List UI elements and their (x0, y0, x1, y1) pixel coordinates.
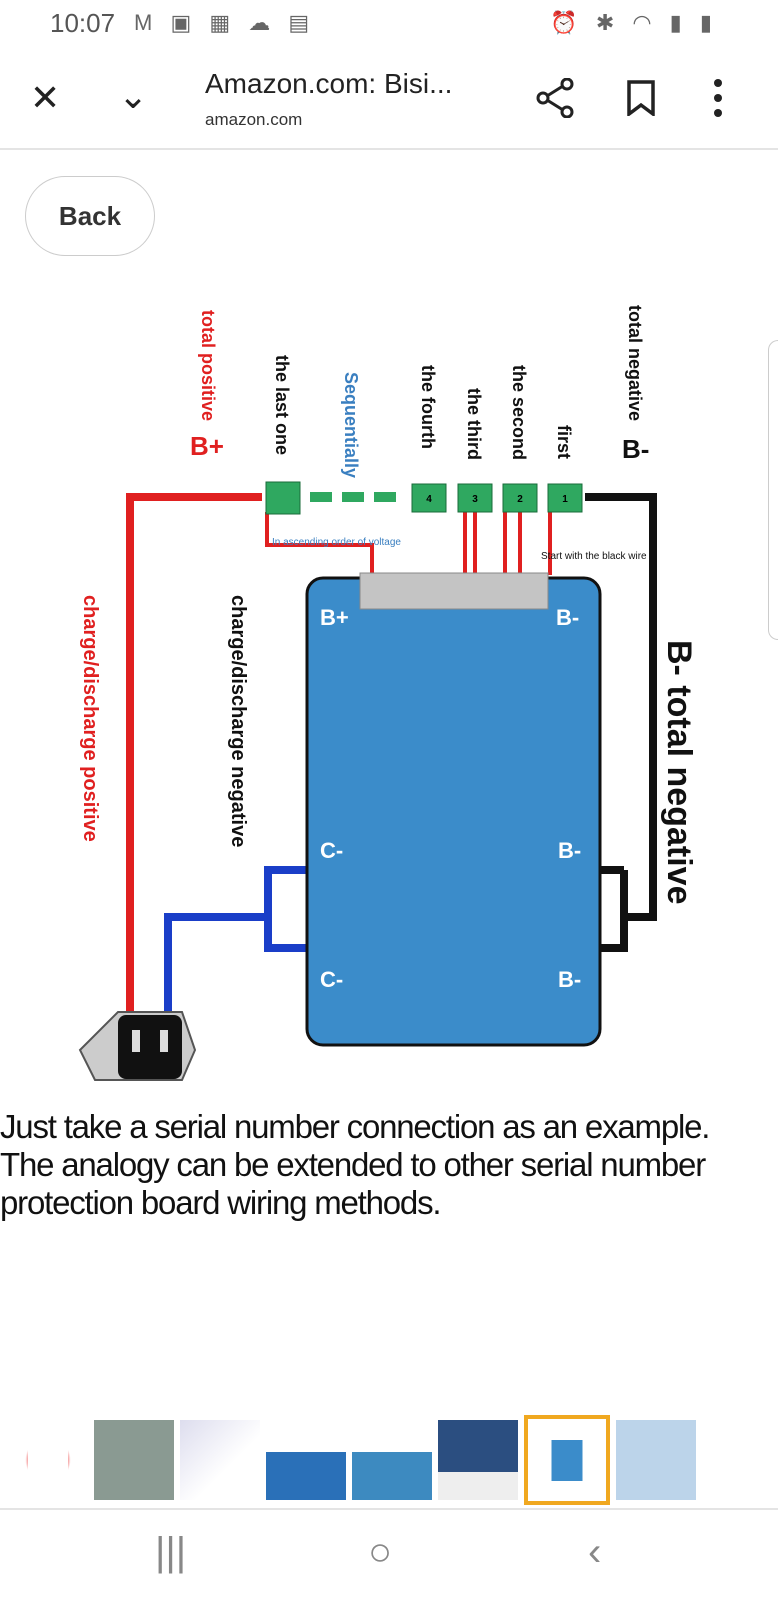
svg-text:1: 1 (562, 494, 568, 505)
positive-wire (126, 493, 262, 1015)
back-nav-icon[interactable]: ‹ (588, 1530, 602, 1574)
svg-text:B-: B- (558, 967, 581, 992)
system-icons: ⏰ ✱ ◠ ▮ ▮ (550, 10, 718, 35)
thumbnail-6[interactable] (438, 1420, 518, 1500)
divider (0, 1508, 778, 1510)
svg-text:the last one: the last one (272, 355, 292, 455)
svg-text:3: 3 (472, 494, 478, 505)
bookmark-icon[interactable] (626, 80, 656, 116)
svg-text:Start with the black wire: Start with the black wire (541, 551, 647, 562)
back-button[interactable]: Back (25, 176, 155, 256)
thumbnail-2[interactable] (94, 1420, 174, 1500)
home-icon[interactable]: ○ (368, 1530, 393, 1574)
page-url: amazon.com (205, 110, 303, 129)
image-caption: Just take a serial number connection as … (0, 1108, 710, 1221)
svg-text:4: 4 (426, 494, 432, 505)
clock: 10:07 (50, 8, 116, 38)
thumbnail-7-selected[interactable] (524, 1415, 610, 1505)
svg-text:In ascending order of voltage: In ascending order of voltage (272, 537, 401, 548)
board-connector (359, 572, 549, 610)
page-title: Amazon.com: Bisi... (205, 68, 453, 99)
cell-last (265, 481, 301, 515)
wiring-diagram-image: 4 3 2 1 B+ B- C- C- B- B- In ascending o… (78, 305, 698, 1081)
svg-text:the fourth: the fourth (418, 365, 438, 449)
system-nav-bar: ||| ○ ‹ (0, 1520, 778, 1590)
chevron-down-icon[interactable]: ⌄ (118, 75, 149, 116)
svg-text:C-: C- (320, 838, 343, 863)
more-menu-icon[interactable] (712, 78, 724, 118)
thumbnail-8[interactable] (616, 1420, 696, 1500)
thumbnail-1[interactable] (8, 1420, 88, 1500)
close-icon[interactable]: ✕ (30, 77, 61, 118)
share-icon[interactable] (535, 78, 575, 118)
thumbnail-strip (8, 1415, 696, 1505)
svg-text:total positive: total positive (198, 310, 218, 421)
svg-text:B+: B+ (320, 605, 349, 630)
svg-text:2: 2 (517, 494, 523, 505)
svg-text:B-: B- (558, 838, 581, 863)
svg-text:B-: B- (622, 434, 649, 464)
status-bar: 10:07 M ▣ ▦ ☁ ▤ ⏰ ✱ ◠ ▮ ▮ (0, 0, 778, 50)
thumbnail-5[interactable] (352, 1420, 432, 1500)
svg-text:the third: the third (464, 388, 484, 460)
svg-text:charge/discharge negative: charge/discharge negative (227, 595, 249, 847)
svg-text:Sequentially: Sequentially (341, 372, 361, 478)
svg-text:B-: B- (556, 605, 579, 630)
svg-text:the second: the second (509, 365, 529, 460)
protection-board (305, 576, 602, 1047)
svg-text:charge/discharge positive: charge/discharge positive (79, 595, 101, 842)
browser-toolbar: ✕ ⌄ Amazon.com: Bisi... amazon.com (0, 50, 778, 150)
cells (411, 483, 583, 513)
thumbnail-3[interactable] (180, 1420, 260, 1500)
svg-text:total negative: total negative (625, 305, 645, 421)
svg-text:first: first (554, 425, 574, 459)
svg-text:B+: B+ (190, 431, 224, 461)
recent-apps-icon[interactable]: ||| (155, 1530, 187, 1574)
svg-text:C-: C- (320, 967, 343, 992)
notification-icons: M ▣ ▦ ☁ ▤ (134, 10, 316, 35)
svg-text:B- total negative: B- total negative (660, 640, 698, 904)
negative-wire (164, 866, 325, 1015)
thumbnail-4[interactable] (266, 1420, 346, 1500)
